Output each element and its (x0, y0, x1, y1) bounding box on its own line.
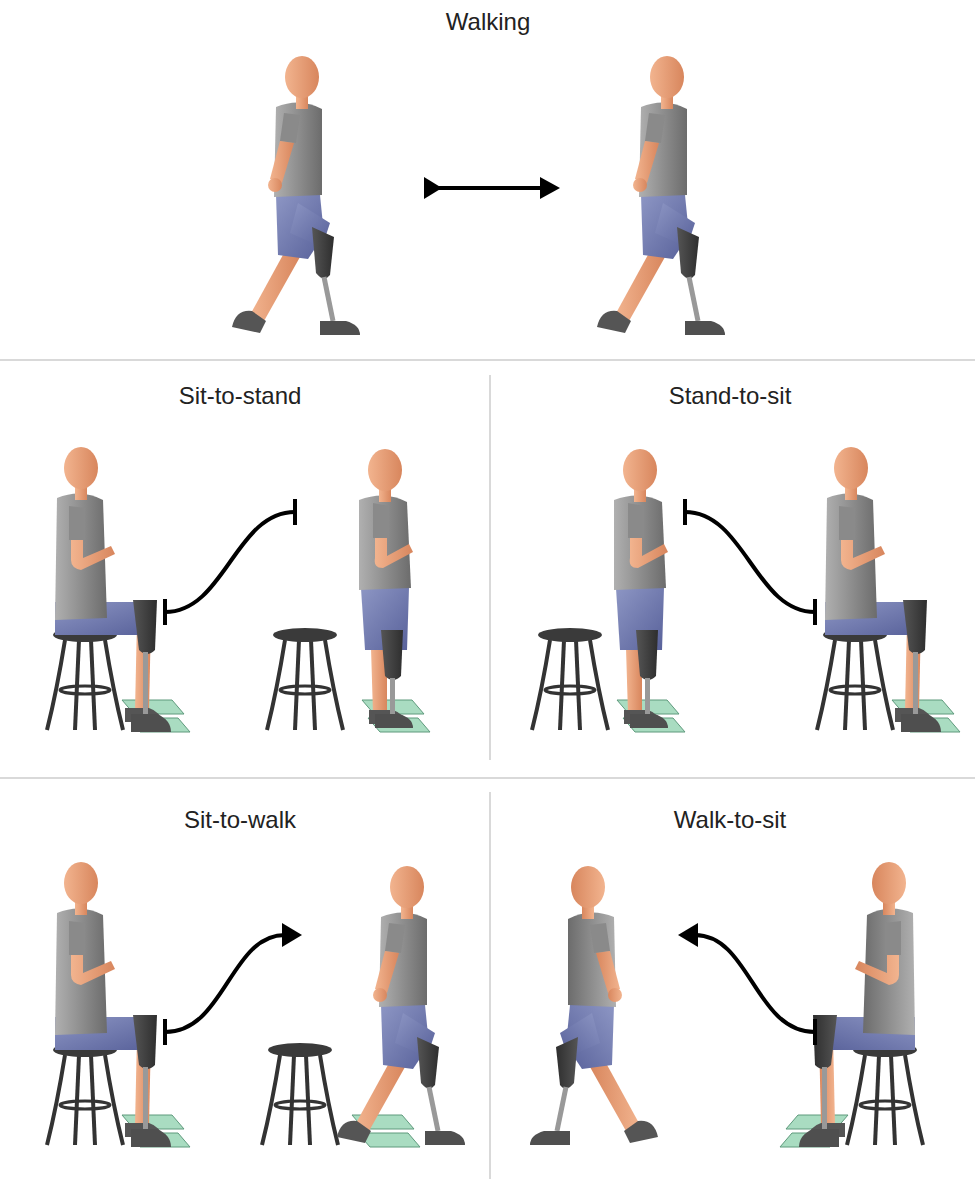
stool (262, 1043, 338, 1145)
walking-figure (337, 866, 465, 1145)
sitting-figure (799, 862, 915, 1147)
walking-figure (597, 56, 725, 335)
panel-title: Sit-to-walk (184, 806, 296, 834)
panel-title: Sit-to-stand (179, 382, 302, 410)
stool (47, 628, 123, 730)
standing-figure (359, 449, 413, 728)
sitting-figure (825, 447, 941, 732)
walking-figure (530, 866, 658, 1145)
panel-title: Walking (446, 8, 530, 36)
divider (489, 375, 491, 760)
transition-connector (678, 923, 815, 1045)
transition-connector (685, 499, 815, 625)
transition-connector (165, 923, 302, 1045)
sitting-figure (55, 447, 171, 732)
sitting-figure (55, 862, 171, 1147)
stool (47, 1043, 123, 1145)
standing-figure (614, 449, 668, 728)
divider (0, 359, 975, 361)
panel-title: Walk-to-sit (674, 806, 786, 834)
stool (267, 628, 343, 730)
stool (817, 628, 893, 730)
stool (847, 1043, 923, 1145)
divider (489, 792, 491, 1179)
transition-arrow (424, 177, 560, 199)
transition-connector (165, 499, 295, 625)
panel-title: Stand-to-sit (669, 382, 792, 410)
divider (0, 777, 975, 779)
walking-figure (232, 56, 360, 335)
stool (532, 628, 608, 730)
